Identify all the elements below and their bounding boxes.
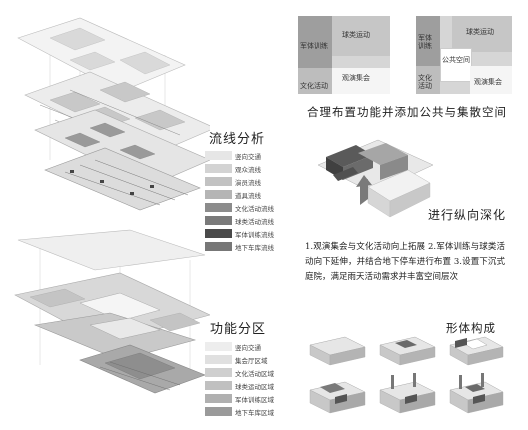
legend-label: 球类活动流线 bbox=[235, 217, 274, 226]
zone-label-ball: 球类运动 bbox=[466, 28, 494, 36]
legend-label: 集会厅区域 bbox=[235, 356, 268, 365]
form-step-1 bbox=[309, 336, 366, 366]
legend-swatch bbox=[205, 229, 232, 238]
legend-item: 文化活动流线 bbox=[205, 201, 274, 214]
exploded-axonometric-function bbox=[14, 229, 210, 394]
form-step-6 bbox=[449, 373, 504, 414]
legend-item: 集会厅区域 bbox=[205, 353, 274, 366]
legend-label: 竖向交通 bbox=[235, 343, 261, 352]
zone-label-assembly: 观演集会 bbox=[474, 78, 502, 86]
legend-item: 道具流线 bbox=[205, 188, 274, 201]
legend-swatch bbox=[205, 164, 232, 173]
zone-ball bbox=[332, 16, 390, 56]
flow-legend: 竖向交通 观众流线 演员流线 道具流线 文化活动流线 球类活动流线 军体训练流线… bbox=[205, 149, 274, 253]
legend-label: 文化活动流线 bbox=[235, 204, 274, 213]
legend-label: 地下车库流线 bbox=[235, 243, 274, 252]
form-composition-sequence bbox=[309, 336, 504, 414]
vertical-title: 进行纵向深化 bbox=[428, 208, 507, 222]
legend-item: 球类活动流线 bbox=[205, 214, 274, 227]
legend-item: 演员流线 bbox=[205, 175, 274, 188]
legend-item: 观众流线 bbox=[205, 162, 274, 175]
legend-item: 文化活动区域 bbox=[205, 366, 274, 379]
zone-assembly bbox=[470, 66, 512, 94]
legend-label: 军体训练流线 bbox=[235, 230, 274, 239]
legend-swatch bbox=[205, 394, 232, 403]
zone-label-military: 军体 训练 bbox=[418, 34, 432, 50]
zone-culture bbox=[416, 66, 440, 94]
zone-ball bbox=[452, 16, 512, 52]
function-legend: 竖向交通 集会厅区域 文化活动区域 球类运动区域 军体训练区域 地下车库区域 bbox=[205, 340, 274, 418]
legend-label: 球类运动区域 bbox=[235, 382, 274, 391]
form-step-3 bbox=[449, 336, 504, 366]
legend-swatch bbox=[205, 342, 232, 351]
legend-label: 竖向交通 bbox=[235, 152, 261, 161]
legend-item: 地下车库区域 bbox=[205, 405, 274, 418]
legend-label: 观众流线 bbox=[235, 165, 261, 174]
legend-swatch bbox=[205, 368, 232, 377]
legend-swatch bbox=[205, 177, 232, 186]
zone-label-assembly: 观演集会 bbox=[342, 74, 370, 82]
zone-label-ball: 球类运动 bbox=[342, 31, 370, 39]
legend-item: 球类运动区域 bbox=[205, 379, 274, 392]
zone-label-culture: 文化活动 bbox=[300, 82, 328, 90]
zone-assembly bbox=[332, 68, 390, 94]
legend-label: 地下车库区域 bbox=[235, 408, 274, 417]
legend-label: 演员流线 bbox=[235, 178, 261, 187]
legend-swatch bbox=[205, 151, 232, 160]
legend-item: 军体训练流线 bbox=[205, 227, 274, 240]
zone-diagram-2: 军体 训练 球类运动 公共空间 文化 活动 观演集会 bbox=[416, 16, 512, 94]
legend-swatch bbox=[205, 381, 232, 390]
legend-swatch bbox=[205, 407, 232, 416]
legend-label: 道具流线 bbox=[235, 191, 261, 200]
form-step-5 bbox=[379, 373, 436, 414]
form-step-2 bbox=[379, 336, 436, 366]
function-zoning-title: 功能分区 bbox=[210, 322, 267, 337]
zone-public bbox=[440, 48, 472, 82]
flow-analysis-title: 流线分析 bbox=[209, 132, 266, 147]
zone-label-military: 军体训练 bbox=[300, 42, 328, 50]
exploded-axonometric-flow bbox=[17, 17, 210, 211]
massing-3d bbox=[317, 139, 434, 218]
zone-label-culture: 文化 活动 bbox=[418, 74, 432, 90]
form-title: 形体构成 bbox=[446, 321, 496, 335]
layout-title: 合理布置功能并添加公共与集散空间 bbox=[307, 105, 507, 119]
zone-military bbox=[298, 16, 332, 68]
legend-item: 地下车库流线 bbox=[205, 240, 274, 253]
legend-swatch bbox=[205, 203, 232, 212]
legend-label: 军体训练区域 bbox=[235, 395, 274, 404]
form-step-4 bbox=[309, 381, 366, 414]
legend-swatch bbox=[205, 242, 232, 251]
legend-item: 竖向交通 bbox=[205, 149, 274, 162]
legend-swatch bbox=[205, 190, 232, 199]
zone-culture bbox=[298, 68, 332, 94]
zone-label-public: 公共空间 bbox=[442, 56, 470, 64]
legend-swatch bbox=[205, 216, 232, 225]
legend-item: 军体训练区域 bbox=[205, 392, 274, 405]
legend-label: 文化活动区域 bbox=[235, 369, 274, 378]
legend-swatch bbox=[205, 355, 232, 364]
zone-military bbox=[416, 16, 440, 66]
zone-diagram-1: 军体训练 球类运动 文化活动 观演集会 bbox=[298, 16, 390, 94]
strategy-description: 1.观演集会与文化活动向上拓展 2.军体训练与球类活动向下延伸，并结合地下停车进… bbox=[305, 242, 505, 282]
legend-item: 竖向交通 bbox=[205, 340, 274, 353]
